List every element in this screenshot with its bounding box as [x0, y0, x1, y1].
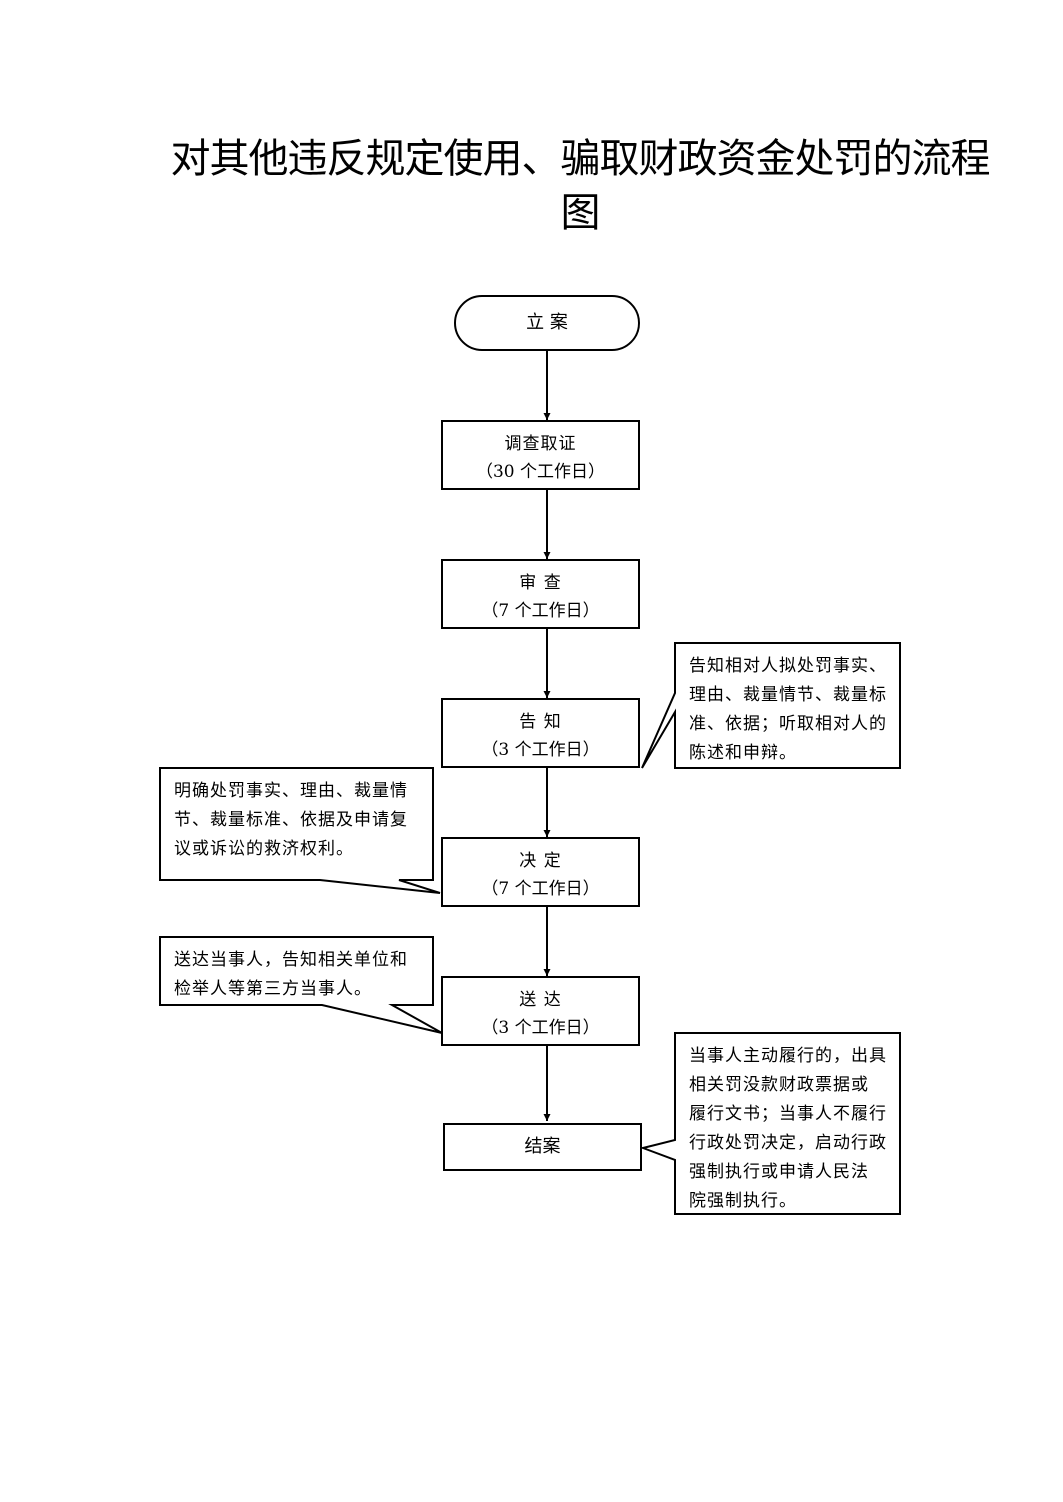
step-deliver-box: 送 达 （3 个工作日）	[441, 976, 640, 1046]
step-decide-time: （7 个工作日）	[481, 879, 600, 899]
step-investigate-time: （30 个工作日）	[475, 462, 606, 482]
note-close-line: 履行文书；当事人不履行	[689, 1104, 887, 1124]
note-close-line: 相关罚没款财政票据或	[689, 1075, 869, 1095]
step-review-time: （7 个工作日）	[481, 601, 600, 621]
note-decide-line: 议或诉讼的救济权利。	[174, 839, 354, 859]
note-decide-line: 节、裁量标准、依据及申请复	[174, 810, 408, 830]
note-close: 当事人主动履行的，出具 相关罚没款财政票据或 履行文书；当事人不履行 行政处罚决…	[675, 1033, 900, 1214]
note-close-line: 院强制执行。	[689, 1191, 797, 1211]
step-decide-label: 决 定	[519, 851, 562, 871]
note-deliver-line: 送达当事人，告知相关单位和	[174, 950, 408, 970]
step-start-terminal: 立 案	[454, 295, 640, 351]
note-notify: 告知相对人拟处罚事实、 理由、裁量情节、裁量标 准、依据；听取相对人的 陈述和申…	[675, 643, 900, 768]
note-notify-line: 理由、裁量情节、裁量标	[689, 685, 887, 705]
callout-decide-shape	[159, 767, 441, 894]
callout-deliver-shape	[159, 936, 443, 1034]
note-deliver: 送达当事人，告知相关单位和 检举人等第三方当事人。	[160, 937, 433, 1005]
step-decide-box: 决 定 （7 个工作日）	[441, 837, 640, 907]
step-investigate-label: 调查取证	[504, 434, 577, 454]
page-title: 对其他违反规定使用、骗取财政资金处罚的流程 图	[150, 132, 1010, 240]
note-deliver-line: 检举人等第三方当事人。	[174, 979, 372, 999]
note-decide-line: 明确处罚事实、理由、裁量情	[174, 781, 408, 801]
step-deliver-time: （3 个工作日）	[481, 1018, 600, 1038]
step-review-label: 审 查	[519, 573, 562, 593]
step-close-box: 结案	[443, 1123, 642, 1171]
step-deliver-label: 送 达	[519, 990, 562, 1010]
title-line-1: 对其他违反规定使用、骗取财政资金处罚的流程	[170, 136, 991, 182]
note-close-line: 强制执行或申请人民法	[689, 1162, 869, 1182]
step-notify-time: （3 个工作日）	[481, 740, 600, 760]
note-notify-line: 准、依据；听取相对人的	[689, 714, 887, 734]
note-close-line: 行政处罚决定，启动行政	[689, 1133, 887, 1153]
note-close-line: 当事人主动履行的，出具	[689, 1046, 887, 1066]
step-notify-box: 告 知 （3 个工作日）	[441, 698, 640, 768]
step-notify-label: 告 知	[519, 712, 562, 732]
callout-close-shape	[639, 1032, 901, 1215]
note-notify-line: 陈述和申辩。	[689, 743, 797, 763]
note-notify-line: 告知相对人拟处罚事实、	[689, 656, 887, 676]
note-decide: 明确处罚事实、理由、裁量情 节、裁量标准、依据及申请复 议或诉讼的救济权利。	[160, 768, 433, 880]
callout-notify-shape	[641, 642, 901, 769]
step-investigate-box: 调查取证 （30 个工作日）	[441, 420, 640, 490]
title-line-2: 图	[560, 190, 601, 236]
step-review-box: 审 查 （7 个工作日）	[441, 559, 640, 629]
